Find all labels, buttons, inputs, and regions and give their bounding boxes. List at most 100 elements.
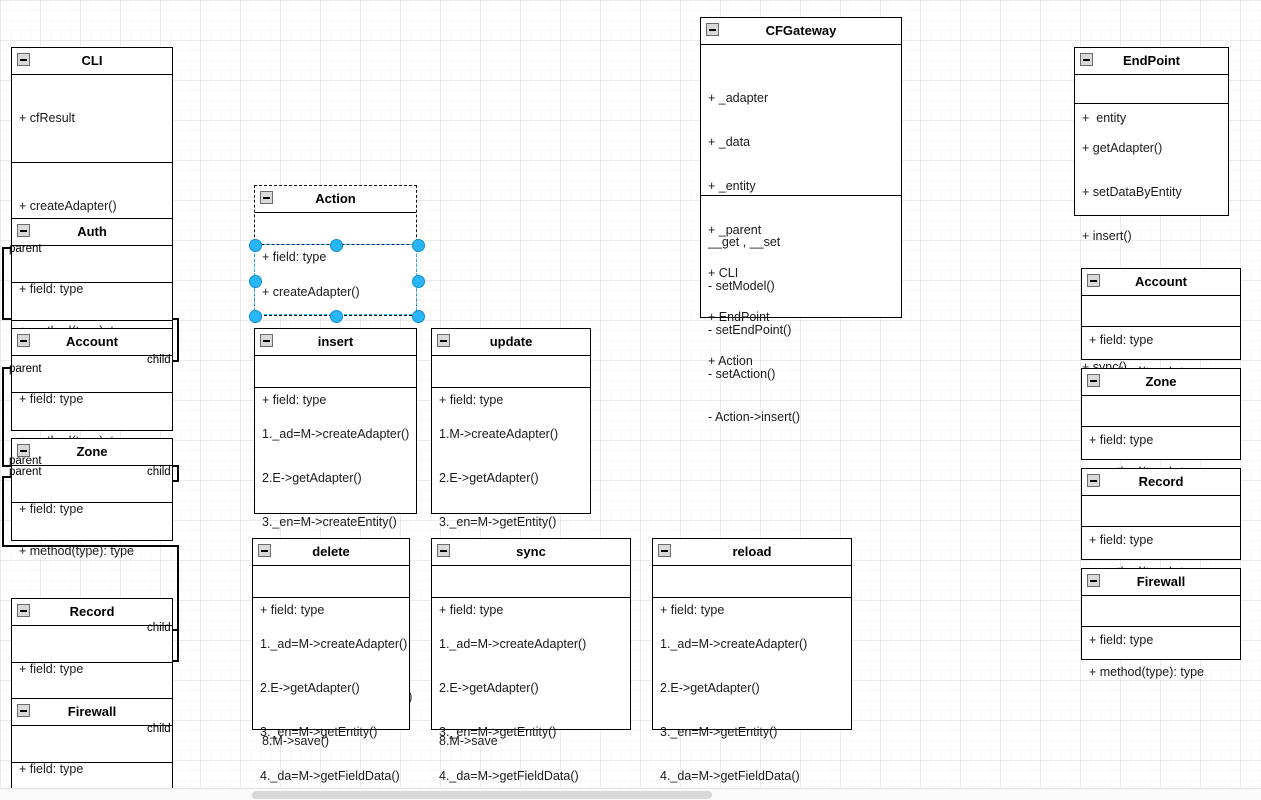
attributes-compartment-insert: + field: type <box>255 356 416 407</box>
resize-handle-se[interactable] <box>411 309 425 323</box>
edge-label-zone-parent-a: parent <box>9 455 42 467</box>
collapse-minus-icon[interactable] <box>17 53 30 66</box>
attribute-row: + field: type <box>260 603 325 618</box>
class-box-auth[interactable]: Auth + field: type + method(type): type <box>11 218 173 338</box>
method-row: 4._da=M->getFieldData() <box>439 768 579 783</box>
method-row: 2.E->getAdapter() <box>439 470 539 485</box>
attribute-row: + cfResult <box>19 111 75 126</box>
collapse-minus-icon[interactable] <box>17 444 30 457</box>
attribute-row: + CLI <box>708 266 739 281</box>
class-title-bar-zone-right: Zone <box>1082 369 1240 396</box>
collapse-minus-icon[interactable] <box>437 334 450 347</box>
connector-zone-to-record-seg3 <box>2 545 179 547</box>
class-title-bar-action: Action <box>255 186 416 213</box>
class-name-delete: delete <box>312 544 350 559</box>
class-title-bar-endpoint: EndPoint <box>1075 48 1228 75</box>
collapse-minus-icon[interactable] <box>437 544 450 557</box>
class-box-zone-left[interactable]: Zone + field: type + method(type): type <box>11 438 173 558</box>
class-box-record-right[interactable]: Record + field: type + method(type): typ… <box>1081 468 1241 579</box>
connector-zone-to-record-seg4 <box>177 545 179 662</box>
connector-account-to-zone-seg2 <box>2 367 4 466</box>
method-row: 3._en=M->getEntity() <box>660 724 778 739</box>
method-row: 2.E->getAdapter() <box>439 680 539 695</box>
class-box-firewall-right[interactable]: Firewall + field: type + method(type): t… <box>1081 568 1241 679</box>
class-title-bar-delete: delete <box>253 539 409 566</box>
attribute-row: + field: type <box>19 762 84 777</box>
attribute-row: + field: type <box>1089 333 1154 348</box>
edge-label-firewall-child: child <box>147 723 171 735</box>
class-box-record-left[interactable]: Record + field: type + method(type): typ… <box>11 598 173 718</box>
horizontal-scrollbar-thumb[interactable] <box>252 791 712 799</box>
method-row: 8.M->save <box>439 733 498 748</box>
attribute-row: + field: type <box>1089 433 1154 448</box>
class-box-cfgateway[interactable]: CFGateway + _adapter + _data + _entity +… <box>700 17 902 424</box>
class-title-bar-reload: reload <box>653 539 851 566</box>
resize-handle-s[interactable] <box>329 309 343 323</box>
attribute-row: + field: type <box>1089 633 1154 648</box>
methods-compartment-delete: 1._ad=M->createAdapter() 2.E->getAdapter… <box>253 597 409 783</box>
class-box-firewall-left[interactable]: Firewall + field: type + method(type): t… <box>11 698 173 788</box>
class-box-reload[interactable]: reload + field: type 1._ad=M->createAdap… <box>652 538 852 783</box>
attribute-row: + field: type <box>19 392 84 407</box>
attribute-row: + Action <box>708 353 753 368</box>
collapse-minus-icon[interactable] <box>17 334 30 347</box>
class-box-zone-right[interactable]: Zone + field: type + method(type): type <box>1081 368 1241 479</box>
class-title-bar-zone-left: Zone <box>12 439 172 466</box>
edge-label-zone-parent-b: parent <box>9 466 42 478</box>
class-name-cfgateway: CFGateway <box>765 23 837 38</box>
attributes-compartment-account-left: + field: type <box>12 356 172 406</box>
attributes-compartment-zone-right: + field: type <box>1082 396 1240 447</box>
resize-handle-sw[interactable] <box>248 309 262 323</box>
method-row: 4._da=M->getFieldData() <box>660 768 800 783</box>
methods-compartment-cfgateway: __get , __set - setModel() - setEndPoint… <box>701 195 901 424</box>
attributes-compartment-cfgateway: + _adapter + _data + _entity + _parent +… <box>701 45 901 368</box>
resize-handle-w[interactable] <box>248 274 262 288</box>
class-name-firewall-left: Firewall <box>67 704 117 719</box>
method-row: - Action->insert() <box>708 410 801 425</box>
attribute-row: + field: type <box>19 662 84 677</box>
class-name-zone-left: Zone <box>76 444 108 459</box>
resize-handle-e[interactable] <box>411 274 425 288</box>
class-name-action: Action <box>315 191 356 206</box>
horizontal-scrollbar[interactable] <box>0 788 1261 800</box>
class-box-account-left[interactable]: Account + field: type + method(type): ty… <box>11 328 173 448</box>
collapse-minus-icon[interactable] <box>1087 574 1100 587</box>
collapse-minus-icon[interactable] <box>658 544 671 557</box>
class-box-endpoint[interactable]: EndPoint + entity + getAdapter() + setDa… <box>1074 47 1229 418</box>
class-box-insert[interactable]: insert + field: type 1._ad=M->createAdap… <box>254 328 417 748</box>
class-box-delete[interactable]: delete + field: type 1._ad=M->createAdap… <box>252 538 410 783</box>
attributes-compartment-endpoint: + entity <box>1075 75 1228 125</box>
class-title-bar-account-right: Account <box>1082 269 1240 296</box>
class-box-account-right[interactable]: Account + field: type + method(type): ty… <box>1081 268 1241 379</box>
methods-compartment-reload: 1._ad=M->createAdapter() 2.E->getAdapter… <box>653 597 851 783</box>
resize-handle-n[interactable] <box>329 238 343 252</box>
class-name-cli: CLI <box>81 53 103 68</box>
collapse-minus-icon[interactable] <box>1087 274 1100 287</box>
collapse-minus-icon[interactable] <box>17 604 30 617</box>
class-box-update[interactable]: update + field: type 1.M->createAdapter(… <box>431 328 591 748</box>
class-title-bar-sync: sync <box>432 539 630 566</box>
method-row: __get , __set <box>708 235 781 250</box>
collapse-minus-icon[interactable] <box>1087 474 1100 487</box>
collapse-minus-icon[interactable] <box>1087 374 1100 387</box>
resize-handle-ne[interactable] <box>411 238 425 252</box>
collapse-minus-icon[interactable] <box>706 23 719 36</box>
collapse-minus-icon[interactable] <box>258 544 271 557</box>
class-box-sync[interactable]: sync + field: type 1._ad=M->createAdapte… <box>431 538 631 783</box>
collapse-minus-icon[interactable] <box>260 191 273 204</box>
edge-label-record-child: child <box>147 622 171 634</box>
connector-zone-to-record-seg1 <box>2 476 16 478</box>
resize-handle-nw[interactable] <box>248 238 262 252</box>
collapse-minus-icon[interactable] <box>260 334 273 347</box>
attribute-row: + _entity <box>708 178 756 193</box>
attribute-row: + field: type <box>660 603 725 618</box>
collapse-minus-icon[interactable] <box>17 704 30 717</box>
attributes-compartment-record-left: + field: type <box>12 626 172 676</box>
collapse-minus-icon[interactable] <box>1080 53 1093 66</box>
class-name-reload: reload <box>732 544 772 559</box>
connector-auth-to-account-seg1 <box>2 247 16 249</box>
attributes-compartment-reload: + field: type <box>653 566 851 617</box>
collapse-minus-icon[interactable] <box>17 224 30 237</box>
method-row: 2.E->getAdapter() <box>262 470 362 485</box>
